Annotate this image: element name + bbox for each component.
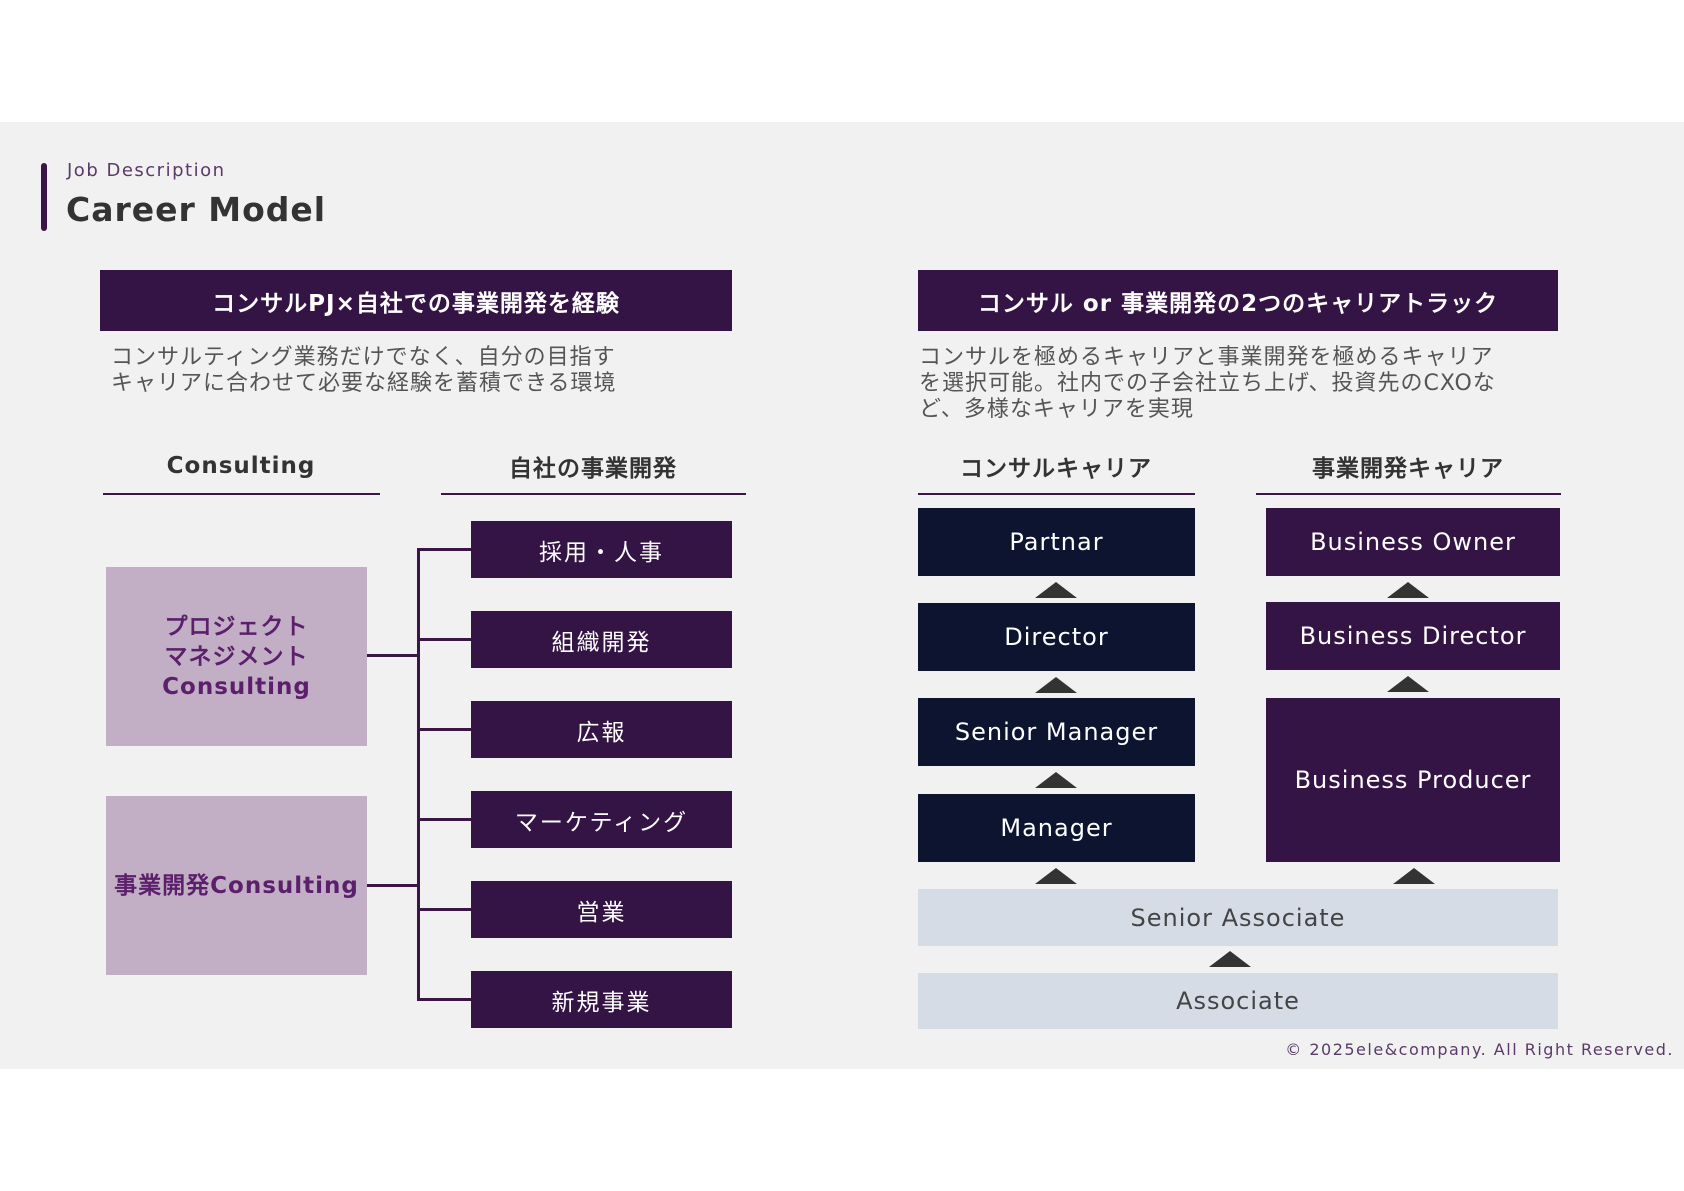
column-header-bizdev-career: 事業開発キャリア: [1312, 456, 1504, 482]
connector-branch: [417, 728, 471, 731]
title-accent-bar: [41, 163, 47, 231]
career-step-business-owner: Business Owner: [1266, 508, 1560, 576]
right-banner: コンサル or 事業開発の2つのキャリアトラック: [918, 270, 1558, 331]
consulting-box-project-management: プロジェクト マネジメント Consulting: [106, 567, 367, 746]
left-description: コンサルティング業務だけでなく、自分の目指す キャリアに合わせて必要な経験を蓄積…: [111, 345, 617, 396]
column-rule-bizdev: [441, 493, 746, 495]
connector-branch: [417, 908, 471, 911]
column-rule-bizdev-career: [1256, 493, 1561, 495]
arrow-up-icon: [1393, 868, 1435, 884]
connector-line: [367, 654, 419, 657]
department-org-development: 組織開発: [471, 611, 732, 668]
department-hr: 採用・人事: [471, 521, 732, 578]
career-step-associate: Associate: [918, 973, 1558, 1029]
column-header-consulting: Consulting: [166, 453, 316, 479]
department-sales: 営業: [471, 881, 732, 938]
arrow-up-icon: [1035, 868, 1077, 884]
arrow-up-icon: [1387, 676, 1429, 692]
career-step-senior-manager: Senior Manager: [918, 698, 1195, 766]
career-step-business-producer: Business Producer: [1266, 698, 1560, 862]
connector-branch: [417, 998, 471, 1001]
column-header-bizdev: 自社の事業開発: [509, 456, 677, 482]
arrow-up-icon: [1035, 772, 1077, 788]
department-new-business: 新規事業: [471, 971, 732, 1028]
department-pr: 広報: [471, 701, 732, 758]
career-step-partner: Partnar: [918, 508, 1195, 576]
career-step-director: Director: [918, 603, 1195, 671]
arrow-up-icon: [1387, 582, 1429, 598]
column-header-consul-career: コンサルキャリア: [960, 456, 1152, 482]
copyright-notice: © 2025ele&company. All Right Reserved.: [1285, 1040, 1674, 1059]
page-kicker: Job Description: [67, 160, 226, 181]
arrow-up-icon: [1209, 951, 1251, 967]
left-banner: コンサルPJ×自社での事業開発を経験: [100, 270, 732, 331]
right-description: コンサルを極めるキャリアと事業開発を極めるキャリア を選択可能。社内での子会社立…: [919, 345, 1496, 422]
department-marketing: マーケティング: [471, 791, 732, 848]
column-rule-consul-career: [918, 493, 1195, 495]
career-step-manager: Manager: [918, 794, 1195, 862]
connector-branch: [417, 638, 471, 641]
career-step-senior-associate: Senior Associate: [918, 889, 1558, 946]
page-title: Career Model: [66, 190, 327, 229]
connector-branch: [417, 818, 471, 821]
connector-line: [367, 884, 419, 887]
arrow-up-icon: [1035, 582, 1077, 598]
arrow-up-icon: [1035, 677, 1077, 693]
connector-branch: [417, 548, 471, 551]
career-step-business-director: Business Director: [1266, 602, 1560, 670]
column-rule-consulting: [103, 493, 380, 495]
consulting-box-business-development: 事業開発Consulting: [106, 796, 367, 975]
connector-trunk: [417, 548, 420, 1001]
